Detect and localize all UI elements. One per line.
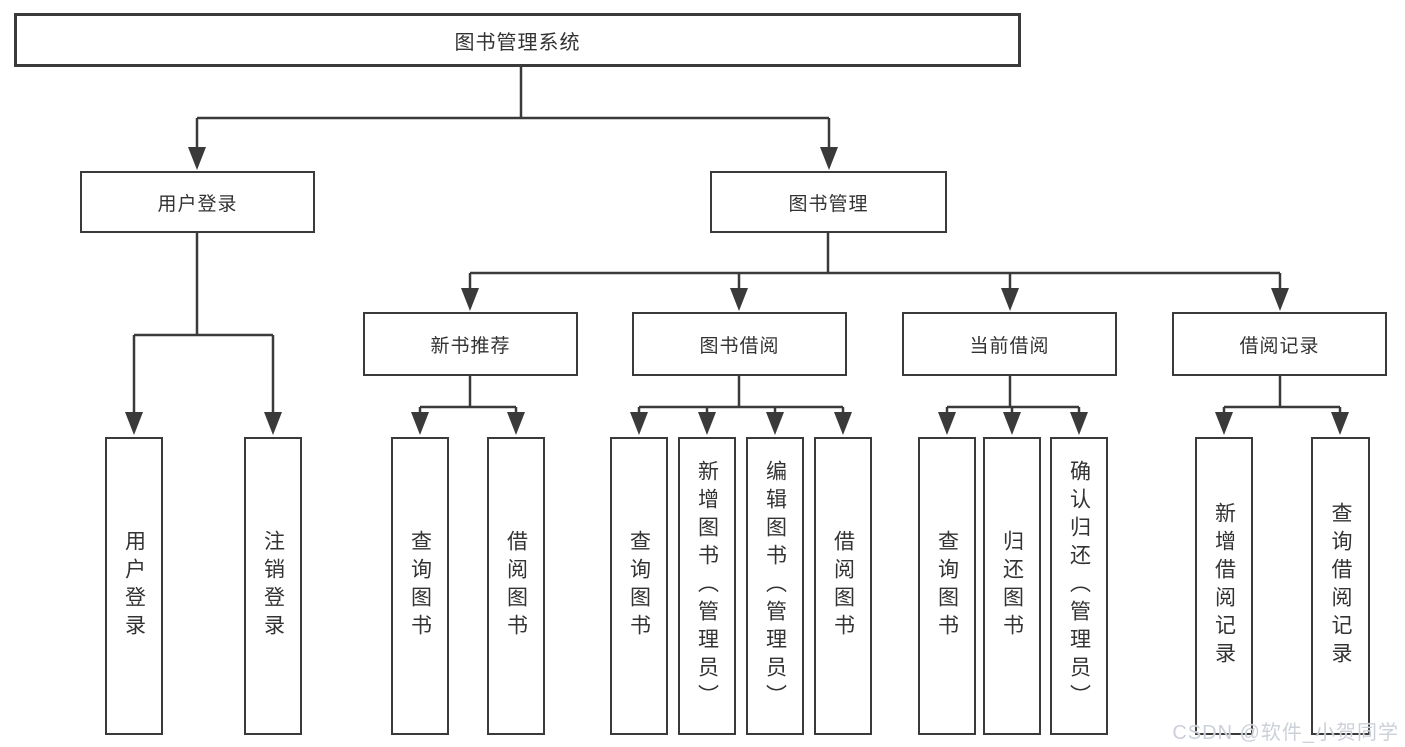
leaf-label: 查询图书 <box>408 530 432 642</box>
arrow-down-icon <box>834 412 852 435</box>
leaf-label: 确认归还（管理员） <box>1067 460 1091 712</box>
arrow-down-icon <box>938 412 956 435</box>
arrow-down-icon <box>1001 288 1019 311</box>
leaf-user-login: 用户登录 <box>105 437 163 735</box>
leaf-query-borrow-record: 查询借阅记录 <box>1311 437 1370 735</box>
node-book-borrowing: 图书借阅 <box>632 312 847 376</box>
arrow-down-icon <box>698 412 716 435</box>
leaf-return-books: 归还图书 <box>983 437 1041 735</box>
arrow-down-icon <box>630 412 648 435</box>
node-current-borrowing: 当前借阅 <box>902 312 1117 376</box>
arrow-down-icon <box>730 288 748 311</box>
leaf-label: 查询图书 <box>627 530 651 642</box>
arrow-down-icon <box>1271 288 1289 311</box>
leaf-label: 归还图书 <box>1000 530 1024 642</box>
leaf-label: 查询借阅记录 <box>1329 502 1352 670</box>
connector-current-borrowing-children <box>938 376 1088 435</box>
watermark: CSDN @软件_小贺同学 <box>1172 722 1399 744</box>
leaf-query-books-current: 查询图书 <box>918 437 976 735</box>
leaf-label: 借阅图书 <box>504 530 528 642</box>
leaf-label: 查询图书 <box>935 530 959 642</box>
arrow-down-icon <box>820 147 838 170</box>
leaf-add-borrow-record: 新增借阅记录 <box>1195 437 1253 735</box>
leaf-label: 注销登录 <box>261 530 285 642</box>
arrow-down-icon <box>507 412 525 435</box>
leaf-label: 借阅图书 <box>831 530 855 642</box>
connector-book-borrowing-children <box>630 376 852 435</box>
node-library-management-system: 图书管理系统 <box>14 13 1021 67</box>
leaf-logout: 注销登录 <box>244 437 302 735</box>
node-borrowing-records: 借阅记录 <box>1172 312 1387 376</box>
arrow-down-icon <box>1070 412 1088 435</box>
leaf-query-books-recommend: 查询图书 <box>391 437 449 735</box>
leaf-label: 用户登录 <box>122 530 146 642</box>
arrow-down-icon <box>1215 412 1233 435</box>
leaf-label: 新增借阅记录 <box>1212 502 1236 670</box>
leaf-borrow-books-recommend: 借阅图书 <box>487 437 545 735</box>
leaf-borrow-books-borrowing: 借阅图书 <box>814 437 872 735</box>
leaf-label: 编辑图书（管理员） <box>763 460 787 712</box>
leaf-edit-book-admin: 编辑图书（管理员） <box>746 437 804 735</box>
arrow-down-icon <box>264 412 282 435</box>
leaf-query-books-borrowing: 查询图书 <box>610 437 668 735</box>
leaf-label: 新增图书（管理员） <box>695 460 719 712</box>
connector-root-to-level2 <box>188 67 838 170</box>
arrow-down-icon <box>411 412 429 435</box>
arrow-down-icon <box>1003 412 1021 435</box>
leaf-confirm-return-admin: 确认归还（管理员） <box>1050 437 1108 735</box>
leaf-add-book-admin: 新增图书（管理员） <box>678 437 736 735</box>
connector-new-book-recommendation-children <box>411 376 525 435</box>
arrow-down-icon <box>461 288 479 311</box>
node-new-book-recommendation: 新书推荐 <box>363 312 578 376</box>
connector-user-login-children <box>125 233 282 435</box>
node-book-management: 图书管理 <box>710 171 947 233</box>
arrow-down-icon <box>188 147 206 170</box>
connector-book-management-children <box>461 233 1289 311</box>
arrow-down-icon <box>125 412 143 435</box>
connector-borrowing-records-children <box>1215 376 1349 435</box>
arrow-down-icon <box>766 412 784 435</box>
arrow-down-icon <box>1331 412 1349 435</box>
node-user-login: 用户登录 <box>80 171 315 233</box>
